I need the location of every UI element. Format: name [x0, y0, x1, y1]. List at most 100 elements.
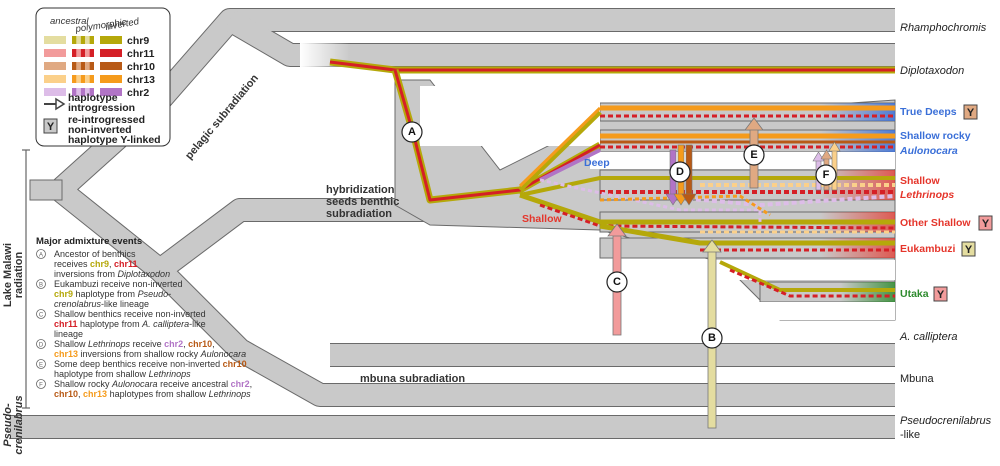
- events-title: Major admixture events: [36, 236, 142, 247]
- event-marker-c: C: [606, 271, 628, 293]
- tip-shallow-leth-1: Shallow: [900, 175, 941, 187]
- line-deep-chr2: [539, 148, 601, 182]
- line-eukambuzi-chr9: [599, 223, 895, 246]
- arrow-c-head: [607, 223, 627, 237]
- band-root-stem: [29, 179, 63, 201]
- legend-swatch-polymorphic-chr11-4: [89, 49, 94, 57]
- legend-swatch-polymorphic-chr13-2: [80, 75, 86, 83]
- legend-swatch-inverted-chr2: [100, 88, 122, 96]
- svg-text:C: C: [613, 276, 621, 288]
- legend-swatch-polymorphic-chr13-0: [72, 75, 77, 83]
- svg-text:Shallow Lethrinops receive chr: Shallow Lethrinops receive chr2, chr10,: [54, 339, 215, 349]
- tip-diplotaxodon: Diplotaxodon: [900, 65, 964, 77]
- legend-swatch-polymorphic-chr9-1: [76, 36, 81, 44]
- svg-text:B: B: [708, 332, 716, 344]
- svg-text:A: A: [408, 126, 416, 138]
- legend-y-line1: re-introgressed: [68, 114, 145, 126]
- tip-labels: Rhamphochromis Diplotaxodon True Deeps Y…: [899, 22, 993, 441]
- legend-swatch-polymorphic-chr10-2: [80, 62, 86, 70]
- legend-arrow-icon: [44, 97, 66, 111]
- svg-text:chr11 haplotype from A. callip: chr11 haplotype from A. calliptera-like: [54, 319, 206, 329]
- event-marker-a: A: [401, 121, 423, 143]
- line-utaka-chr9: [719, 260, 895, 292]
- legend-swatch-inverted-chr9: [100, 36, 122, 44]
- legend-swatch-polymorphic-chr11-3: [85, 49, 90, 57]
- label-benthic-line2: seeds benthic: [326, 196, 399, 208]
- svg-text:Ancestor of benthics: Ancestor of benthics: [54, 249, 136, 259]
- arrow-d-head-chr10: [681, 193, 697, 206]
- event-d: D Shallow Lethrinops receive chr2, chr10…: [36, 339, 246, 359]
- legend-row-chr11: chr11: [44, 48, 155, 60]
- legend-label-chr11: chr11: [127, 48, 155, 60]
- label-pseudo-line1: Pseudo-: [2, 403, 14, 447]
- legend-swatch-inverted-chr10: [100, 62, 122, 70]
- tip-true-deeps: True Deeps: [900, 106, 957, 118]
- event-f: F Shallow rocky Aulonocara receive ances…: [36, 379, 252, 399]
- svg-text:crenolabrus-like lineage: crenolabrus-like lineage: [54, 299, 149, 309]
- tip-mbuna: Mbuna: [900, 373, 935, 385]
- svg-text:chr9 haplotype from Pseudo-: chr9 haplotype from Pseudo-: [54, 289, 171, 299]
- badge-y-utaka: Y: [933, 286, 948, 302]
- svg-text:chr10, chr13 haplotypes from s: chr10, chr13 haplotypes from shallow Let…: [54, 389, 251, 399]
- legend-swatch-polymorphic-chr2-0: [72, 88, 77, 96]
- label-mbuna-subradiation: mbuna subradiation: [360, 373, 465, 385]
- legend-swatch-polymorphic-chr2-3: [85, 88, 90, 96]
- legend-swatch-ancestral-chr10: [44, 62, 66, 70]
- legend-swatch-ancestral-chr2: [44, 88, 66, 96]
- label-lake-malawi-line2: radiation: [13, 251, 25, 298]
- tip-a-calliptera: A. calliptera: [899, 331, 957, 343]
- line-deep-chr2-stem: [539, 178, 762, 230]
- legend-swatch-polymorphic-chr13-1: [76, 75, 81, 83]
- legend-swatch-polymorphic-chr10-0: [72, 62, 77, 70]
- svg-text:Y: Y: [965, 244, 973, 256]
- legend-swatch-polymorphic-chr2-1: [76, 88, 81, 96]
- event-e: E Some deep benthics receive non-inverte…: [36, 359, 247, 379]
- side-bracket-lake-malawi: [22, 149, 30, 409]
- svg-text:E: E: [39, 363, 43, 369]
- line-deep-chr13-dot: [599, 194, 771, 217]
- svg-text:Y: Y: [982, 218, 990, 230]
- svg-text:chr13 inversions from shallow: chr13 inversions from shallow rocky Aulo…: [54, 349, 246, 359]
- label-deep: Deep: [584, 157, 610, 169]
- legend-label-chr13: chr13: [127, 74, 155, 86]
- svg-text:Y: Y: [47, 121, 55, 133]
- legend-row-chr10: chr10: [44, 61, 155, 73]
- legend-row-chr2: chr2: [44, 87, 149, 99]
- line-deeps-stem-chr13: [518, 106, 602, 188]
- legend-label-chr2: chr2: [127, 87, 149, 99]
- svg-text:Eukambuzi receive non-inverted: Eukambuzi receive non-inverted: [54, 279, 183, 289]
- label-lake-malawi-line1: Lake Malawi: [2, 243, 14, 307]
- legend-swatch-inverted-chr13: [100, 75, 122, 83]
- arrow-f-head-chr13: [828, 141, 841, 152]
- svg-text:receives chr9, chr11: receives chr9, chr11: [54, 259, 138, 269]
- badge-y-other-shallow: Y: [978, 215, 993, 231]
- event-marker-e: E: [743, 144, 765, 166]
- legend-swatch-polymorphic-chr9-4: [89, 36, 94, 44]
- badge-y-eukambuzi: Y: [961, 241, 976, 257]
- legend-swatch-polymorphic-chr2-2: [80, 88, 86, 96]
- tip-pseudo-like-1: Pseudocrenilabrus: [900, 415, 992, 427]
- svg-text:C: C: [39, 313, 44, 319]
- svg-text:lineage: lineage: [54, 329, 83, 339]
- legend-arrow-line1: haplotype: [68, 92, 118, 104]
- arrow-e-head: [744, 117, 764, 131]
- event-marker-f: F: [815, 164, 837, 186]
- admixture-events: Major admixture events A Ancestor of ben…: [36, 236, 252, 399]
- event-c: C Shallow benthics receive non-inverted …: [36, 309, 206, 339]
- svg-text:F: F: [823, 169, 830, 181]
- tip-pseudo-like-2: -like: [900, 429, 920, 441]
- legend-arrow-line2: introgression: [68, 102, 135, 114]
- tip-other-shallow: Other Shallow: [900, 217, 971, 229]
- svg-text:Y: Y: [937, 289, 945, 301]
- tip-rhamphochromis: Rhamphochromis: [900, 22, 987, 34]
- legend-swatch-polymorphic-chr13-3: [85, 75, 90, 83]
- svg-text:D: D: [39, 343, 44, 349]
- tip-shallow-rocky-1: Shallow rocky: [900, 130, 971, 142]
- svg-text:E: E: [750, 149, 757, 161]
- line-deeps-stem-chr9: [518, 110, 602, 192]
- svg-text:D: D: [676, 166, 684, 178]
- legend-swatch-polymorphic-chr11-1: [76, 49, 81, 57]
- svg-text:Shallow benthics receive non-i: Shallow benthics receive non-inverted: [54, 309, 206, 319]
- svg-text:A: A: [39, 253, 43, 259]
